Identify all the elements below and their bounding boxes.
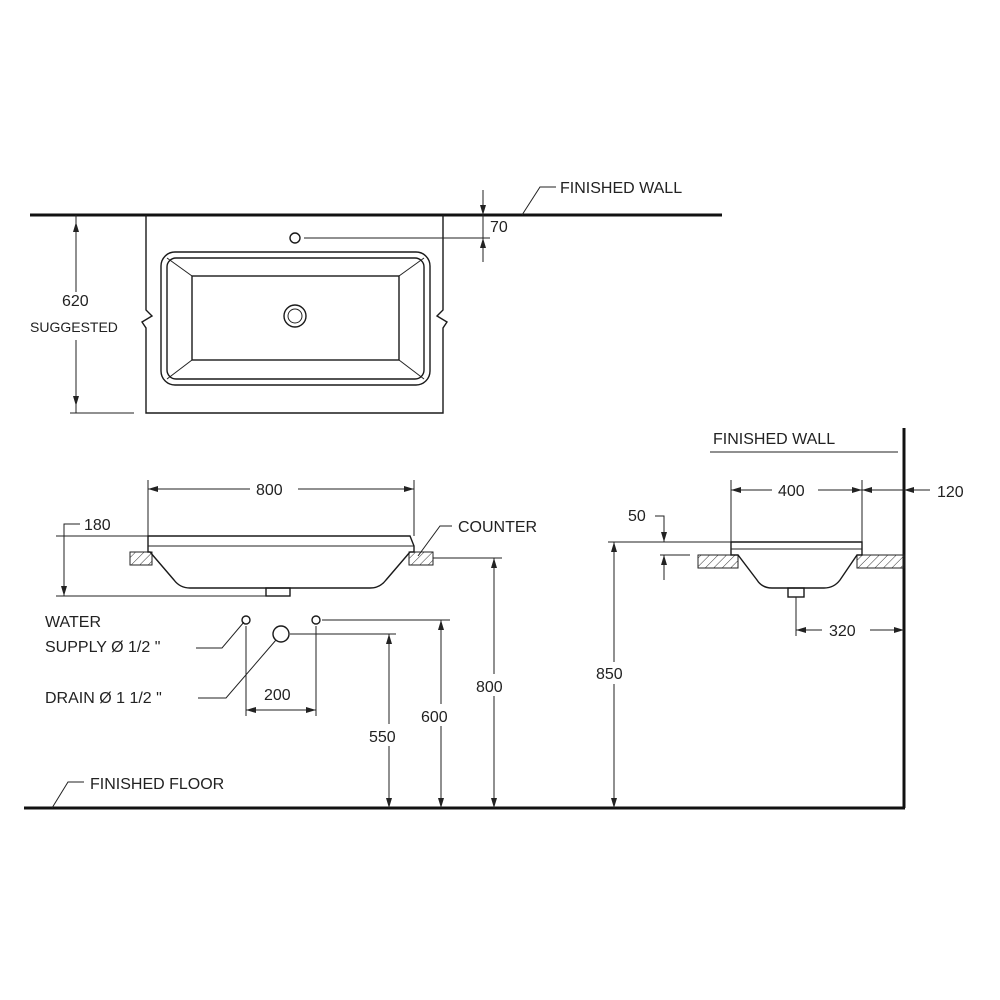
dim-600-label: 600 <box>421 709 448 726</box>
plan-view: FINISHED WALL 70 620 SUGGESTED <box>28 180 722 414</box>
dim-180-label: 180 <box>84 517 111 534</box>
dim-120-arrow-right <box>904 487 914 493</box>
bowl-corner-br <box>398 359 425 380</box>
drain-label: DRAIN Ø 1 1/2 " <box>45 690 162 707</box>
dim-800w-label: 800 <box>256 482 283 499</box>
dim-320-label: 320 <box>829 623 856 640</box>
dim-50-arrow-bottom <box>661 555 667 565</box>
basin-bowl-plan <box>191 275 400 361</box>
bowl-corner-tl <box>166 257 193 277</box>
drain-leader <box>198 639 277 699</box>
dim-320-arrow-right <box>894 627 904 633</box>
dim-400-label: 400 <box>778 483 805 500</box>
drain-plan-inner <box>287 308 303 324</box>
dim-800h-arrow-top <box>491 558 497 568</box>
counter-side-left <box>697 554 739 569</box>
dim-550-arrow-bottom <box>386 798 392 808</box>
dim-200-label: 200 <box>264 687 291 704</box>
drain-tail-front <box>265 587 291 597</box>
counter-label: COUNTER <box>458 519 537 536</box>
side-elevation: FINISHED WALL 400 120 50 <box>592 428 964 808</box>
bowl-corner-bl <box>166 359 193 380</box>
finished-wall-leader <box>521 186 556 216</box>
counter-outline-plan <box>141 215 448 414</box>
dim-550-label: 550 <box>369 729 396 746</box>
drain-tail-side <box>787 587 805 598</box>
dim-50-label: 50 <box>628 508 646 525</box>
dim-200-arrow-right <box>306 707 316 713</box>
dim-50-leader <box>655 515 665 542</box>
dim-550-arrow-top <box>386 634 392 644</box>
dim-800w-arrow-left <box>148 486 158 492</box>
dim-120-label: 120 <box>937 484 964 501</box>
dim-180-leader <box>63 523 80 536</box>
dim-70-arrow-bottom <box>480 238 486 248</box>
dim-50-arrow-top <box>661 532 667 542</box>
bowl-corner-tr <box>398 257 425 277</box>
drain-plan <box>283 304 307 328</box>
finished-wall-label-top: FINISHED WALL <box>560 180 682 197</box>
finished-wall-label-right: FINISHED WALL <box>713 431 835 448</box>
dim-800w-arrow-right <box>404 486 414 492</box>
front-elevation: FINISHED FLOOR 800 180 COUNTER WATER SUP… <box>24 480 905 810</box>
dim-400-arrow-right <box>852 487 862 493</box>
basin-profile-side <box>730 541 863 589</box>
basin-profile-front <box>147 535 415 589</box>
dim-200-arrow-left <box>246 707 256 713</box>
dim-600-arrow-top <box>438 620 444 630</box>
water-supply-left <box>241 615 251 625</box>
tap-hole-plan <box>289 232 301 244</box>
drain-front <box>272 625 290 643</box>
basin-outer-plan <box>160 251 431 386</box>
dim-620-arrow-bottom <box>73 396 79 406</box>
water-supply-leader <box>196 621 245 649</box>
dim-800h-label: 800 <box>476 679 503 696</box>
suggested-label: SUGGESTED <box>30 319 118 335</box>
counter-right-section <box>408 551 434 566</box>
dim-800h-arrow-bottom <box>491 798 497 808</box>
counter-leader <box>417 525 452 557</box>
water-supply-right <box>311 615 321 625</box>
dim-70-arrow-top <box>480 205 486 215</box>
counter-side-right <box>856 554 905 569</box>
dim-70-label: 70 <box>490 219 508 236</box>
dim-620-label: 620 <box>62 293 89 310</box>
water-supply-label-1: WATER <box>45 614 101 631</box>
dim-620-arrow-top <box>73 222 79 232</box>
finished-floor-leader <box>51 781 84 809</box>
dim-120-arrow-left <box>862 487 872 493</box>
water-supply-label-2: SUPPLY Ø 1/2 " <box>45 639 160 656</box>
dim-320-arrow-left <box>796 627 806 633</box>
basin-rim-plan <box>166 257 425 380</box>
dim-180-arrow-bottom <box>61 586 67 596</box>
finished-floor-label: FINISHED FLOOR <box>90 776 224 793</box>
dim-850-arrow-top <box>611 542 617 552</box>
dim-600-arrow-bottom <box>438 798 444 808</box>
dim-850-arrow-bottom <box>611 798 617 808</box>
counter-left-section <box>129 551 153 566</box>
dim-400-arrow-left <box>731 487 741 493</box>
dim-850-label: 850 <box>596 666 623 683</box>
